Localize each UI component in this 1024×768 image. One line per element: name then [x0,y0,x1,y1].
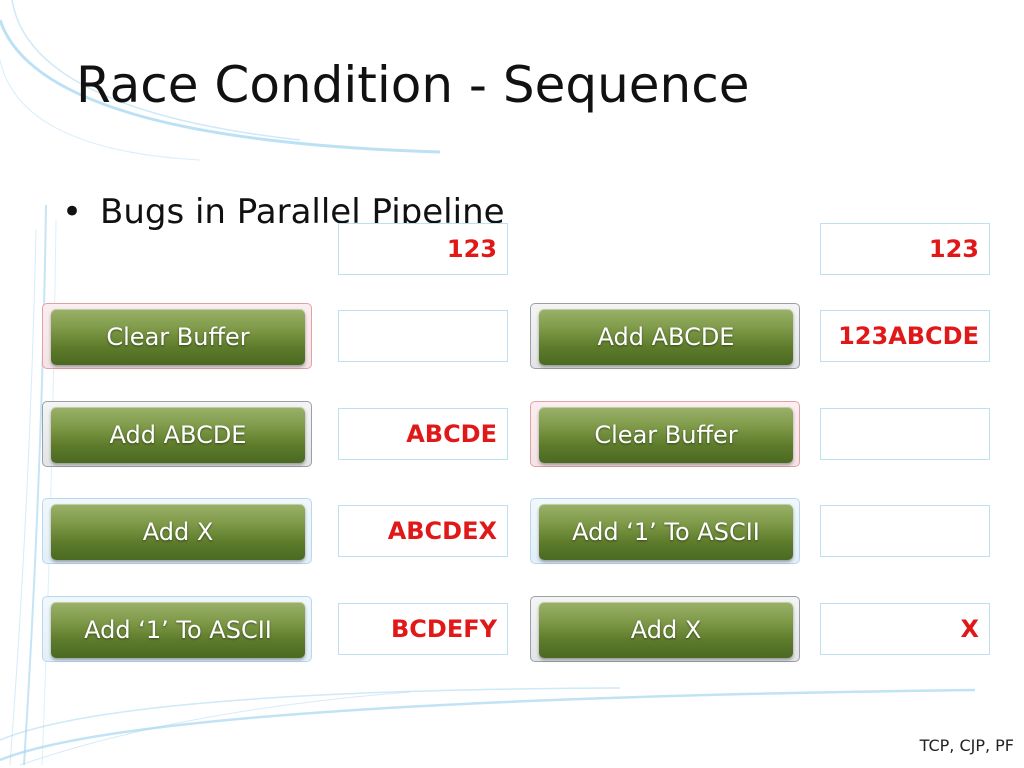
left-step-3-buffer: ABCDEX [338,505,508,557]
right-step-3-frame: Add ‘1’ To ASCII [530,498,800,564]
right-clear-buffer-button[interactable]: Clear Buffer [539,407,793,463]
right-step-2-frame: Clear Buffer [530,401,800,467]
right-add-1-to-ascii-button[interactable]: Add ‘1’ To ASCII [539,504,793,560]
bullet-icon: • [62,192,83,232]
right-step-4-buffer: X [820,603,990,655]
right-step-1-buffer: 123ABCDE [820,310,990,362]
right-add-x-button[interactable]: Add X [539,602,793,658]
right-step-3-buffer [820,505,990,557]
left-step-1-frame: Clear Buffer [42,303,312,369]
left-add-1-to-ascii-button[interactable]: Add ‘1’ To ASCII [51,602,305,658]
right-step-1-frame: Add ABCDE [530,303,800,369]
left-step-4-frame: Add ‘1’ To ASCII [42,596,312,662]
left-step-3-frame: Add X [42,498,312,564]
right-add-abcde-button[interactable]: Add ABCDE [539,309,793,365]
right-initial-buffer: 123 [820,223,990,275]
left-add-x-button[interactable]: Add X [51,504,305,560]
slide-title: Race Condition - Sequence [76,56,750,114]
left-step-2-buffer: ABCDE [338,408,508,460]
left-step-2-frame: Add ABCDE [42,401,312,467]
right-step-2-buffer [820,408,990,460]
left-step-1-buffer [338,310,508,362]
right-step-4-frame: Add X [530,596,800,662]
left-initial-buffer: 123 [338,223,508,275]
left-clear-buffer-button[interactable]: Clear Buffer [51,309,305,365]
left-add-abcde-button[interactable]: Add ABCDE [51,407,305,463]
footer-authors: TCP, CJP, PF [919,736,1014,755]
left-step-4-buffer: BCDEFY [338,603,508,655]
